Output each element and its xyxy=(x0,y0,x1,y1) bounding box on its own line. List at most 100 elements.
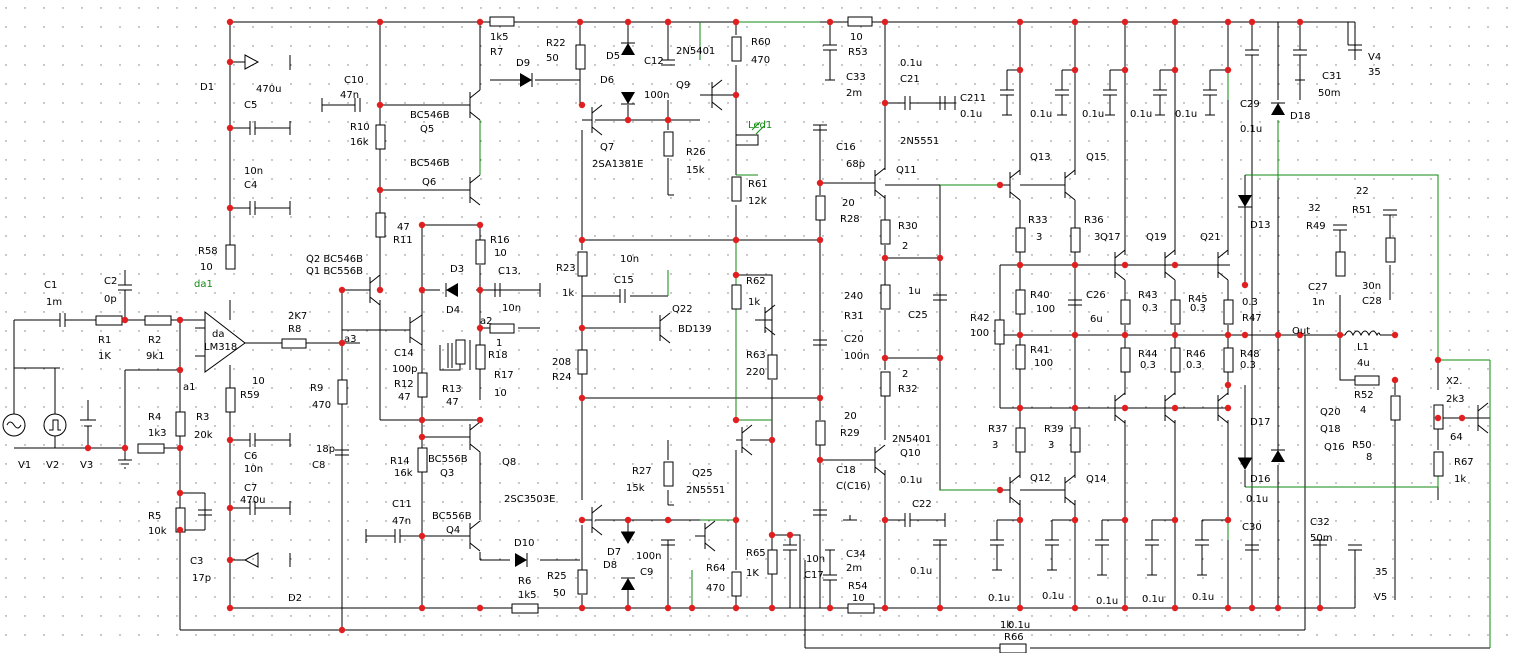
junction-node xyxy=(1016,404,1024,412)
label-C34v: 2m xyxy=(846,563,862,574)
label-c01b: 0.1u xyxy=(1082,109,1104,120)
junction-node xyxy=(176,366,184,374)
junction-node xyxy=(624,18,632,26)
junction-node xyxy=(1071,604,1079,612)
junction-node xyxy=(1171,66,1179,74)
diode-D17 xyxy=(1271,450,1285,462)
resistor-R41 xyxy=(1015,344,1026,370)
label-C12v: 100n xyxy=(644,90,669,101)
label-R49: R49 xyxy=(1306,221,1326,232)
junction-node xyxy=(732,604,740,612)
label-R10v: 16k xyxy=(350,137,369,148)
resistor-R49 xyxy=(1335,251,1346,277)
label-D7: D7 xyxy=(607,547,621,558)
junction-node xyxy=(732,516,740,524)
resistor-R32 xyxy=(880,371,891,397)
junction-node xyxy=(1241,281,1249,289)
junction-node xyxy=(1121,604,1129,612)
label-C11: C11 xyxy=(392,499,412,510)
junction-node xyxy=(881,99,889,107)
junction-node xyxy=(1434,414,1442,422)
transistor-Q25 xyxy=(695,520,716,552)
label-LM318: LM318 xyxy=(204,342,237,353)
resistor-R48 xyxy=(1223,347,1234,373)
resistors xyxy=(95,16,1444,653)
junction-node xyxy=(578,516,586,524)
junction-node xyxy=(1224,331,1232,339)
label-N5551a: 2N5551 xyxy=(686,485,725,496)
junction-node xyxy=(1458,414,1466,422)
resistor-R52 xyxy=(1354,375,1380,386)
label-C30: C30 xyxy=(1242,522,1262,533)
resistor-R25 xyxy=(577,569,588,595)
label-D3: D3 xyxy=(450,264,464,275)
label-R59: R59 xyxy=(240,390,260,401)
label-R54v: 10 xyxy=(852,593,865,604)
label-R29: R29 xyxy=(840,428,860,439)
junction-node xyxy=(476,416,484,424)
label-C10: C10 xyxy=(344,75,364,86)
capacitor-C8 xyxy=(335,449,349,456)
transistor-Q9 xyxy=(700,79,723,111)
junction-node xyxy=(1016,516,1024,524)
label-Q5t: BC546B xyxy=(410,110,450,121)
junction-node xyxy=(732,91,740,99)
transistor-Q3 xyxy=(460,421,481,453)
grid-dots xyxy=(5,7,1508,636)
junction-node xyxy=(1171,331,1179,339)
junction-node xyxy=(664,18,672,26)
label-c01h: 0.1u xyxy=(1142,594,1164,605)
resistor-R17 xyxy=(475,344,486,370)
label-R24v: 208 xyxy=(552,357,571,368)
junction-node xyxy=(732,236,740,244)
junction-node xyxy=(1071,66,1079,74)
junction-node xyxy=(476,286,484,294)
label-R14: R14 xyxy=(390,456,410,467)
resistor-R16 xyxy=(475,239,486,265)
label-R66v: 1k xyxy=(1000,620,1012,631)
label-Q10: Q10 xyxy=(900,448,921,459)
junction-node xyxy=(84,444,92,452)
junction-nodes xyxy=(84,18,1466,634)
diode-D5 xyxy=(621,43,635,55)
label-D5: D5 xyxy=(606,51,620,62)
junction-node xyxy=(476,221,484,229)
label-c01f: 0.1u xyxy=(1042,591,1064,602)
junction-node xyxy=(768,531,776,539)
junction-node xyxy=(1016,331,1024,339)
resistor-R23 xyxy=(577,251,588,277)
label-C20: C20 xyxy=(844,334,864,345)
label-R9v: 470 xyxy=(312,400,331,411)
label-R6: R6 xyxy=(518,576,531,587)
junction-node xyxy=(376,101,384,109)
label-R27v: 15k xyxy=(626,483,645,494)
resistor-R14 xyxy=(417,447,428,473)
label-C18v: C(C16) xyxy=(836,481,871,492)
label-C10n-top: 10n xyxy=(244,166,263,177)
label-R41v: 100 xyxy=(1034,358,1053,369)
label-R44v: 0.3 xyxy=(1140,360,1156,371)
label-C1v: 1m xyxy=(46,297,62,308)
label-C13v: 10n xyxy=(502,303,521,314)
resistor-R7 xyxy=(489,16,515,27)
transistor-Q15 xyxy=(1020,169,1076,201)
label-Led1: Led1 xyxy=(748,120,772,131)
label-C11v: 47n xyxy=(392,516,411,527)
junction-node xyxy=(688,604,696,612)
label-C7v: 470u xyxy=(240,495,265,506)
label-Q3: Q3 xyxy=(440,468,454,479)
label-R27: R27 xyxy=(632,466,652,477)
label-N5401b: 2N5401 xyxy=(892,434,931,445)
label-R36: R36 xyxy=(1084,215,1104,226)
label-R42v: 100 xyxy=(970,328,989,339)
junction-node xyxy=(664,516,672,524)
resistor-R18 xyxy=(489,323,515,334)
resistor-R51 xyxy=(1385,237,1396,263)
label-R11: R11 xyxy=(393,235,413,246)
label-C33: C33 xyxy=(846,72,866,83)
capacitor-C16 xyxy=(813,124,827,131)
label-C29: C29 xyxy=(1240,99,1260,110)
junction-node xyxy=(176,526,184,534)
capacitor-C11 xyxy=(394,529,422,543)
junction-node xyxy=(578,236,586,244)
